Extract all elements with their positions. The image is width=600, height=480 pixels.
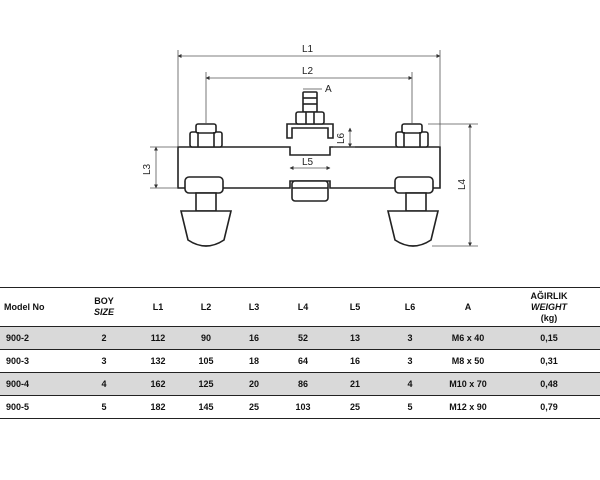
- cell-a: M8 x 50: [451, 356, 485, 366]
- cell-l6: 4: [407, 379, 413, 389]
- header-weight-unit: (kg): [540, 312, 558, 323]
- cell-weight: 0,15: [540, 333, 558, 343]
- table-header-row: Model No BOY SIZE L1 L2 L3 L4 L5 L6 A AĞ…: [0, 287, 600, 327]
- specification-table: Model No BOY SIZE L1 L2 L3 L4 L5 L6 A AĞ…: [0, 287, 600, 419]
- cell-a: M10 x 70: [449, 379, 487, 389]
- table-row: 900-3 3 132 105 18 64 16 3 M8 x 50 0,31: [0, 350, 600, 373]
- dim-label-l1: L1: [302, 44, 314, 55]
- cell-model: 900-4: [6, 379, 30, 389]
- table-row: 900-5 5 182 145 25 103 25 5 M12 x 90 0,7…: [0, 396, 600, 419]
- cell-l6: 5: [407, 402, 413, 412]
- cell-l5: 21: [349, 379, 360, 389]
- header-l4: L4: [297, 301, 309, 312]
- table-row: 900-2 2 112 90 16 52 13 3 M6 x 40 0,15: [0, 326, 600, 350]
- header-a: A: [464, 301, 472, 312]
- dim-label-l3: L3: [142, 163, 153, 175]
- cell-l6: 3: [407, 356, 413, 366]
- header-l5: L5: [349, 301, 361, 312]
- cell-size: 2: [101, 333, 107, 343]
- cell-l5: 16: [349, 356, 360, 366]
- cell-l3: 18: [248, 356, 259, 366]
- technical-drawing: L1 L2 A L6 L5 L3 L4: [142, 44, 478, 247]
- cell-l4: 103: [295, 402, 311, 412]
- dim-label-l4: L4: [457, 178, 468, 190]
- cell-l5: 13: [349, 333, 360, 343]
- dim-label-l2: L2: [302, 66, 314, 77]
- header-size-en: SIZE: [93, 307, 114, 317]
- cell-l4: 86: [297, 379, 308, 389]
- cell-l4: 52: [297, 333, 308, 343]
- cell-l1: 112: [150, 333, 166, 343]
- dimension-lines: [150, 50, 478, 247]
- header-l1: L1: [152, 301, 164, 312]
- cell-l4: 64: [297, 356, 308, 366]
- cell-l5: 25: [349, 402, 360, 412]
- dim-label-a: A: [325, 84, 332, 95]
- header-weight-en: WEIGHT: [531, 301, 567, 312]
- cell-weight: 0,31: [540, 356, 558, 366]
- cell-l2: 90: [200, 333, 211, 343]
- table-row: 900-4 4 162 125 20 86 21 4 M10 x 70 0,48: [0, 372, 600, 396]
- cell-l1: 132: [150, 356, 166, 366]
- cell-l1: 182: [150, 402, 166, 412]
- cell-l1: 162: [150, 379, 166, 389]
- dim-label-l6: L6: [336, 132, 347, 144]
- header-model: Model No: [4, 301, 45, 312]
- cell-model: 900-3: [6, 356, 30, 366]
- header-weight: AĞIRLIK WEIGHT (kg): [498, 288, 600, 327]
- cell-l2: 125: [198, 379, 214, 389]
- cell-l3: 25: [248, 402, 259, 412]
- cell-a: M6 x 40: [451, 333, 485, 343]
- header-size: BOY SIZE: [74, 288, 134, 327]
- cell-l2: 145: [198, 402, 214, 412]
- dim-label-l5: L5: [302, 157, 314, 168]
- header-l6: L6: [404, 301, 416, 312]
- cell-size: 4: [101, 379, 107, 389]
- cell-size: 3: [101, 356, 107, 366]
- clamp-body: [177, 91, 441, 247]
- header-size-tr: BOY: [94, 296, 114, 306]
- header-l3: L3: [248, 301, 260, 312]
- cell-size: 5: [101, 402, 107, 412]
- cell-model: 900-2: [6, 333, 30, 343]
- cell-l3: 16: [248, 333, 259, 343]
- cell-l3: 20: [248, 379, 259, 389]
- cell-model: 900-5: [6, 402, 30, 412]
- cell-weight: 0,79: [540, 402, 558, 412]
- cell-l2: 105: [198, 356, 214, 366]
- cell-l6: 3: [407, 333, 413, 343]
- cell-a: M12 x 90: [449, 402, 487, 412]
- header-l2: L2: [200, 301, 212, 312]
- cell-weight: 0,48: [540, 379, 558, 389]
- header-weight-tr: AĞIRLIK: [530, 290, 568, 301]
